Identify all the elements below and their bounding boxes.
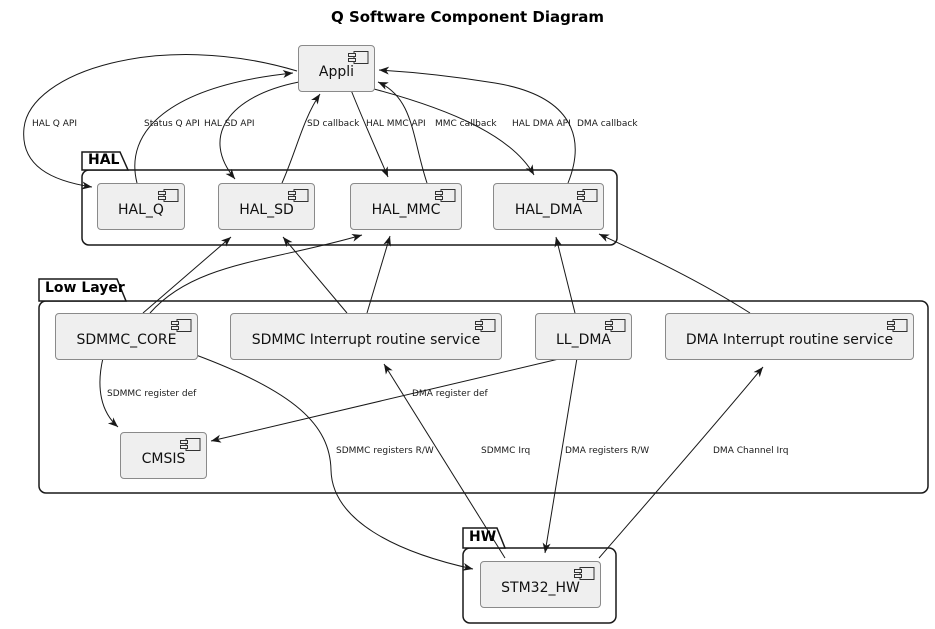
- edge-label-hal-q-api: HAL Q API: [32, 119, 77, 129]
- edge-sdmmc-int-to-hal-sd: [282, 236, 348, 314]
- edge-label-dma-registers-rw: DMA registers R/W: [565, 446, 650, 456]
- edge-hal-dma-to-appli: [378, 66, 576, 184]
- component-icon: [577, 189, 598, 202]
- edge-label-hal-sd-api: HAL SD API: [204, 119, 255, 129]
- component-icon: [158, 189, 179, 202]
- edge-label-sdmmc-irq: SDMMC Irq: [481, 446, 531, 456]
- edge-label-dma-channel-irq: DMA Channel Irq: [713, 446, 789, 456]
- component-icon: [887, 319, 908, 332]
- component-hal-sd: HAL_SD: [218, 183, 315, 230]
- component-label: LL_DMA: [555, 331, 612, 348]
- edge-label-sdmmc-registers-rw: SDMMC registers R/W: [336, 446, 434, 456]
- component-label: HAL_SD: [239, 201, 294, 218]
- component-icon: [475, 319, 496, 332]
- component-cmsis: CMSIS: [120, 432, 207, 479]
- component-stm32-hw: STM32_HW: [480, 561, 601, 608]
- component-label: HAL_Q: [118, 201, 164, 218]
- component-hal-q: HAL_Q: [97, 183, 185, 230]
- component-appli: Appli: [298, 45, 375, 92]
- component-icon: [574, 567, 595, 580]
- edge-appli-to-hal-sd: [219, 81, 300, 180]
- package-hal-shape: [81, 151, 618, 246]
- component-icon: [288, 189, 309, 202]
- component-ll-dma: LL_DMA: [535, 313, 632, 360]
- edge-appli-to-hal-mmc: [350, 89, 389, 178]
- component-label: DMA Interrupt routine service: [685, 331, 894, 348]
- package-label-hal: HAL: [88, 152, 120, 168]
- component-label: Appli: [318, 63, 355, 80]
- component-icon: [435, 189, 456, 202]
- edge-appli-to-hal-dma: [373, 88, 535, 176]
- edge-sdmmc-core-to-hal-sd: [142, 236, 232, 314]
- edge-stm32-hw-to-dma-int: [598, 366, 764, 559]
- edge-label-sd-callback: SD callback: [307, 119, 360, 129]
- component-label: STM32_HW: [501, 579, 580, 596]
- edge-hal-mmc-to-appli: [377, 81, 428, 184]
- edge-label-status-q-api: Status Q API: [144, 119, 200, 129]
- edge-sdmmc-core-to-stm32-hw: [195, 354, 474, 571]
- component-label: CMSIS: [141, 450, 186, 467]
- edge-hal-sd-to-appli: [281, 93, 321, 184]
- edge-label-sdmmc-register-def: SDMMC register def: [107, 389, 197, 399]
- diagram-title: Q Software Component Diagram: [330, 8, 605, 26]
- component-hal-mmc: HAL_MMC: [350, 183, 462, 230]
- component-sdmmc-core: SDMMC_CORE: [55, 313, 198, 360]
- package-label-hw: HW: [469, 529, 497, 545]
- edge-ll-dma-to-cmsis: [210, 357, 564, 443]
- edge-ll-dma-to-hal-dma: [554, 236, 576, 314]
- component-icon: [180, 438, 201, 451]
- package-label-low-layer: Low Layer: [45, 280, 125, 296]
- edge-appli-to-hal-q: [23, 54, 298, 190]
- edge-ll-dma-to-stm32-hw: [542, 357, 578, 554]
- edge-label-dma-register-def: DMA register def: [412, 389, 488, 399]
- component-icon: [348, 51, 369, 64]
- edge-sdmmc-core-to-hal-mmc: [149, 233, 363, 314]
- component-label: HAL_DMA: [514, 201, 583, 218]
- component-icon: [171, 319, 192, 332]
- edge-label-hal-mmc-api: HAL MMC API: [366, 119, 426, 129]
- edge-label-hal-dma-api: HAL DMA API: [512, 119, 571, 129]
- component-sdmmc-interrupt-service: SDMMC Interrupt routine service: [230, 313, 502, 360]
- component-label: SDMMC_CORE: [76, 331, 177, 348]
- edge-label-dma-callback: DMA callback: [577, 119, 638, 129]
- edge-dma-int-to-hal-dma: [598, 233, 751, 314]
- component-label: HAL_MMC: [371, 201, 441, 218]
- edge-stm32-hw-to-sdmmc-int: [383, 363, 506, 559]
- component-dma-interrupt-service: DMA Interrupt routine service: [665, 313, 914, 360]
- component-label: SDMMC Interrupt routine service: [251, 331, 481, 348]
- component-hal-dma: HAL_DMA: [493, 183, 604, 230]
- edge-hal-q-to-appli: [134, 70, 294, 184]
- edge-sdmmc-int-to-hal-mmc: [366, 235, 391, 314]
- edge-sdmmc-core-to-cmsis: [99, 357, 119, 428]
- edge-label-mmc-callback: MMC callback: [435, 119, 497, 129]
- component-icon: [605, 319, 626, 332]
